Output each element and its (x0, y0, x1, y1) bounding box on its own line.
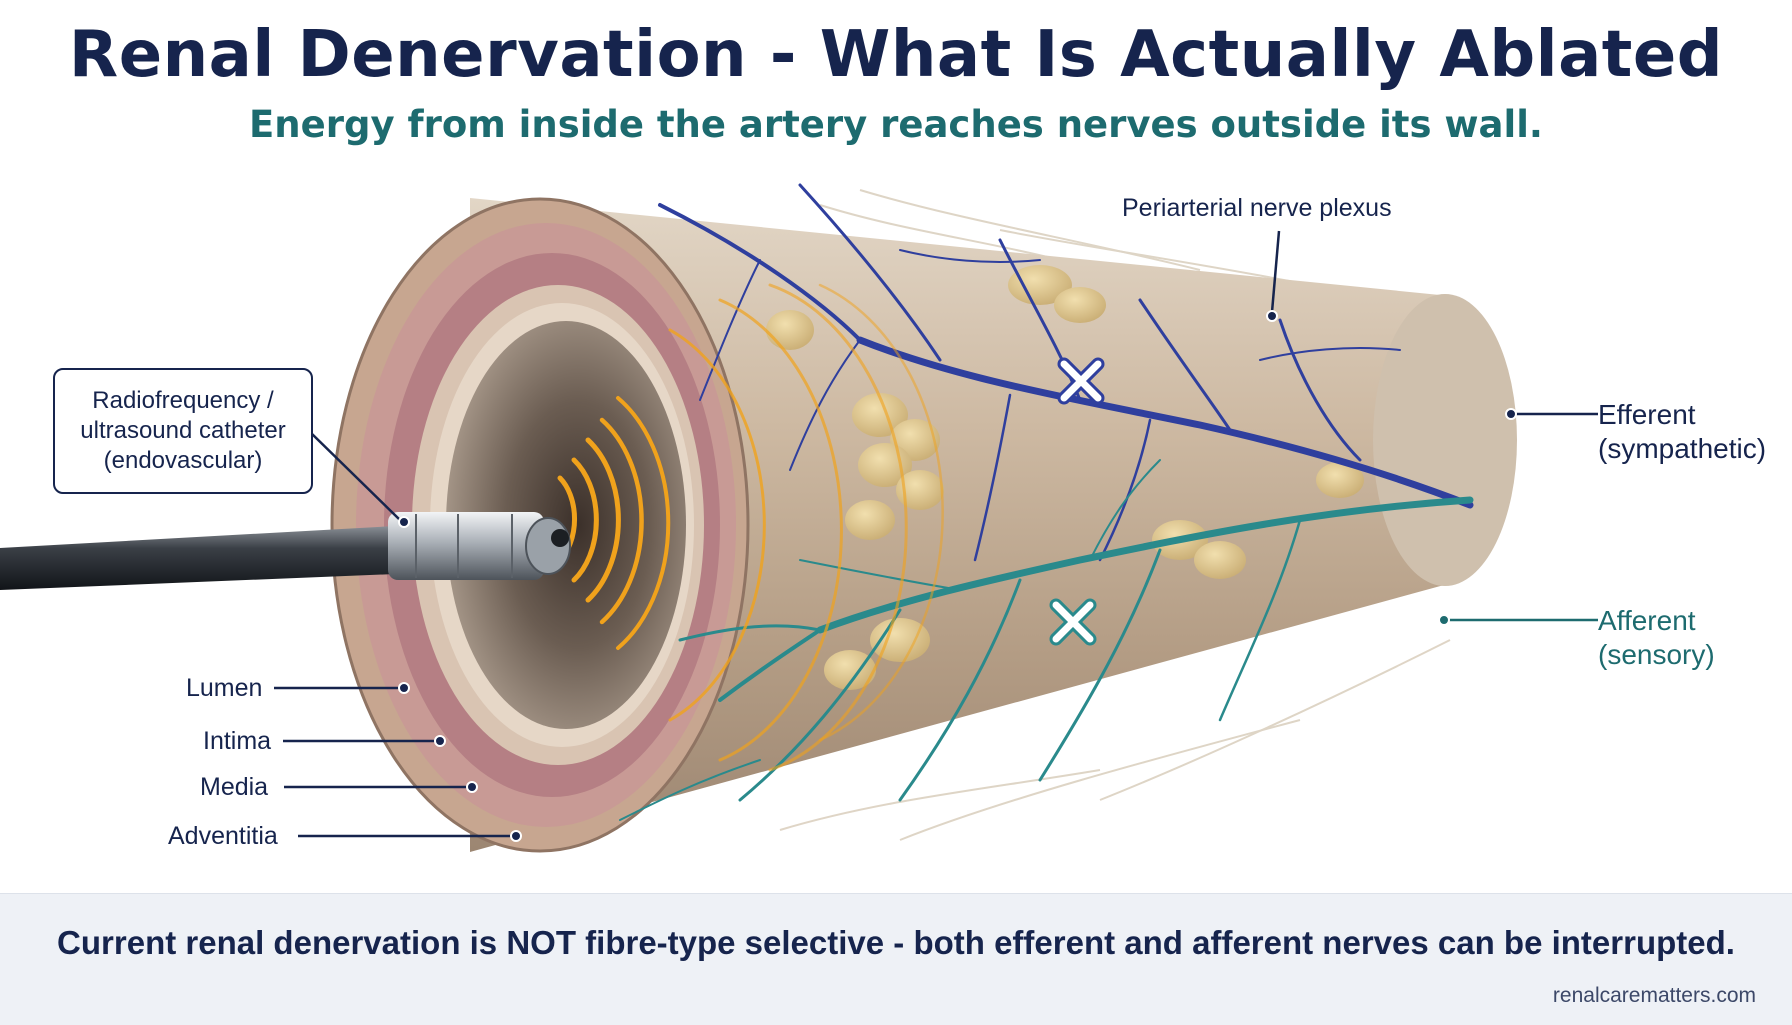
efferent-nerves (658, 183, 1474, 562)
label-media: Media (200, 773, 269, 801)
page-subtitle: Energy from inside the artery reaches ne… (249, 103, 1543, 146)
label-intima: Intima (203, 727, 272, 755)
label-periarterial-plexus: Periarterial nerve plexus (1122, 194, 1392, 222)
website-link[interactable]: renalcarematters.com (1552, 984, 1756, 1007)
footer-statement: Current renal denervation is NOT fibre-t… (57, 924, 1735, 961)
afferent-nerves (619, 459, 1474, 821)
adipose-tissue (766, 265, 1364, 690)
afferent-subtitle: (sensory) (1598, 639, 1715, 670)
footer-banner: Current renal denervation is NOT fibre-t… (0, 893, 1792, 1025)
page-title: Renal Denervation - What Is Actually Abl… (68, 18, 1724, 92)
ablation-x-icon-efferent (1057, 357, 1105, 405)
leader-periarterial (1270, 230, 1281, 313)
efferent-title: Efferent (1598, 399, 1696, 430)
catheter-label-line-3: (endovascular) (103, 447, 263, 474)
artery-wall (470, 198, 1507, 852)
catheter-callout: Radiofrequency / ultrasound catheter (en… (53, 368, 313, 494)
afferent-title: Afferent (1598, 605, 1696, 636)
catheter-label-line-1: Radiofrequency / (92, 387, 274, 414)
catheter (0, 512, 571, 590)
leader-lines (274, 230, 1598, 842)
label-lumen: Lumen (186, 674, 263, 702)
catheter-label-line-2: ultrasound catheter (80, 417, 286, 444)
ablation-x-icon-afferent (1049, 598, 1097, 646)
label-efferent: Efferent (sympathetic) (1598, 398, 1766, 466)
energy-waves (557, 283, 944, 772)
leader-catheter (309, 431, 401, 521)
efferent-subtitle: (sympathetic) (1598, 433, 1767, 464)
label-adventitia: Adventitia (168, 822, 278, 850)
artery-illustration (0, 183, 1598, 853)
label-afferent: Afferent (sensory) (1598, 604, 1715, 672)
